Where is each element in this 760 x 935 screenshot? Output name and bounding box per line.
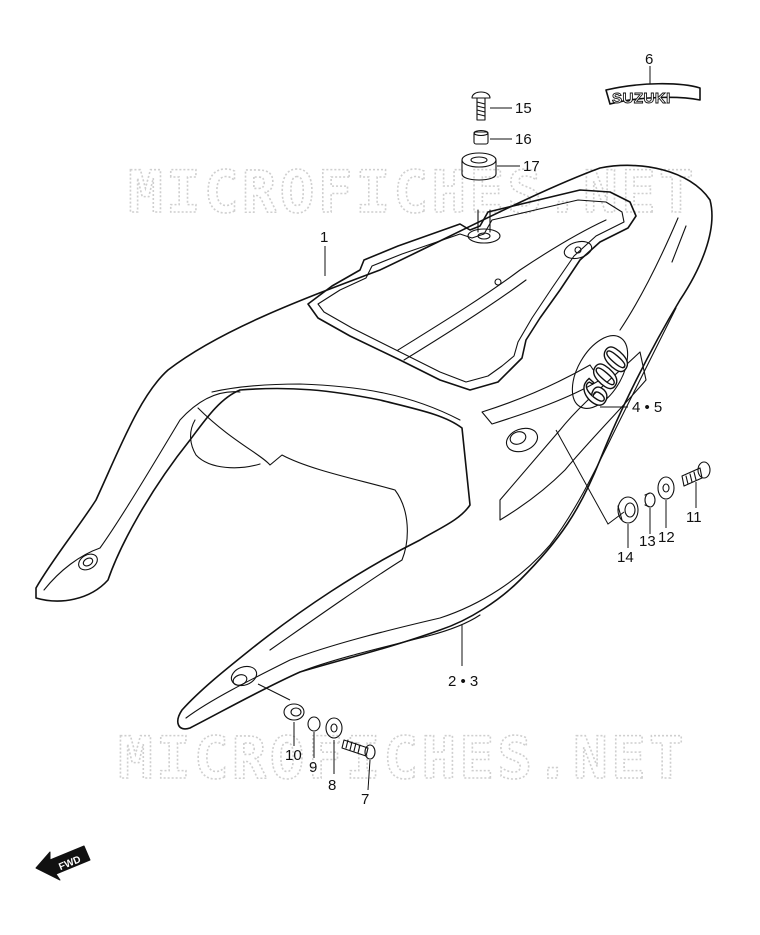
collar-13 (644, 492, 656, 508)
watermark-bottom: MICROFICHES.NET (118, 724, 687, 792)
bolt-7 (341, 739, 376, 760)
label-15: 15 (515, 100, 532, 117)
side-grommet-hole (505, 427, 539, 453)
label-7: 7 (361, 791, 369, 808)
grommet-10 (283, 703, 305, 721)
leader-lines (257, 66, 697, 791)
label-14: 14 (617, 549, 634, 566)
part-labels: 1 2 • 3 4 • 5 6 7 8 9 10 11 12 13 14 15 … (285, 51, 702, 808)
label-4-5: 4 • 5 (632, 399, 662, 416)
label-10: 10 (285, 747, 302, 764)
label-17: 17 (523, 158, 540, 175)
label-16: 16 (515, 131, 532, 148)
seat-tray (307, 189, 637, 391)
grommet-17 (461, 152, 497, 181)
seat-tail-cowl (35, 164, 713, 730)
badge-text: SUZUKI (612, 90, 671, 107)
screw-15 (471, 91, 491, 121)
label-12: 12 (658, 529, 675, 546)
fwd-arrow-icon: FWD (35, 845, 91, 881)
front-mount-hole (230, 665, 258, 687)
label-2-3: 2 • 3 (448, 673, 478, 690)
grommet-14 (617, 496, 639, 524)
tray-tab-hole (563, 240, 593, 260)
bolt-11 (681, 461, 711, 487)
label-11: 11 (686, 509, 702, 526)
washer-8 (325, 717, 343, 739)
suzuki-badge: SUZUKI (605, 82, 701, 107)
label-13: 13 (639, 533, 656, 550)
tray-rivet (494, 278, 502, 286)
rear-mount-hole-left (78, 553, 98, 571)
tray-grommet-boss (467, 228, 501, 244)
nut-16 (473, 129, 489, 145)
label-6: 6 (645, 51, 653, 68)
collar-9 (307, 716, 321, 732)
washer-12 (657, 476, 675, 500)
label-1: 1 (320, 229, 328, 246)
label-8: 8 (328, 777, 336, 794)
label-9: 9 (309, 759, 317, 776)
